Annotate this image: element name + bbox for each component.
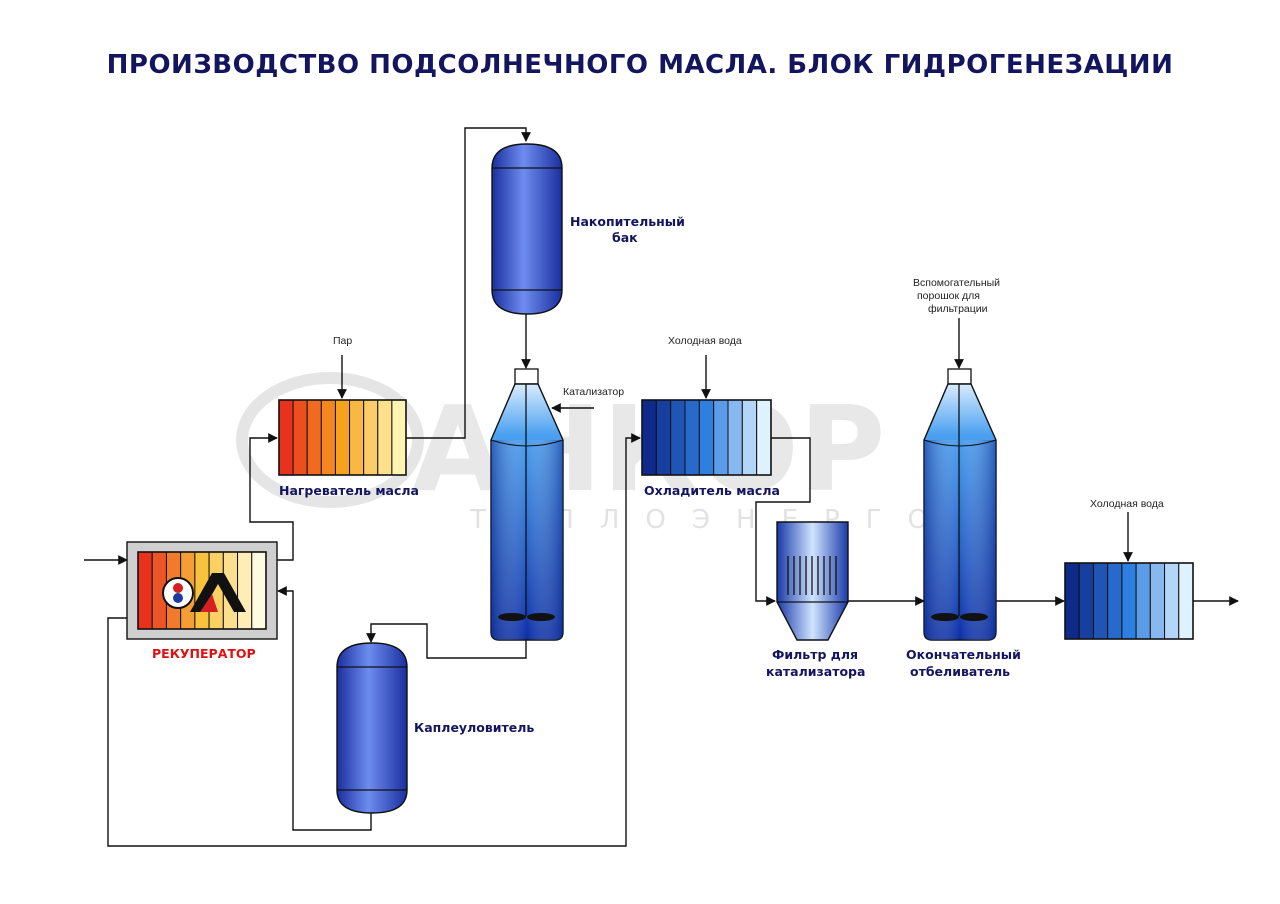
- filter-aid-label-1: Вспомогательный: [913, 277, 1000, 289]
- exchanger-plate: [391, 399, 407, 476]
- exchanger-plate: [363, 399, 379, 476]
- exchanger-plate: [278, 399, 294, 476]
- catalyst-label: Катализатор: [563, 386, 624, 398]
- exchanger-plate: [713, 399, 729, 476]
- exchanger-plate: [377, 399, 393, 476]
- exchanger-plate: [727, 399, 743, 476]
- recuperator-logo-icon: [162, 573, 246, 612]
- heater-label: Нагреватель масла: [279, 483, 419, 498]
- exchanger-plate: [684, 399, 700, 476]
- exchanger-plate: [237, 551, 253, 630]
- exchanger-plate: [1135, 562, 1151, 640]
- exchanger-plate: [251, 551, 267, 630]
- catalyst-filter[interactable]: [776, 521, 849, 641]
- exchanger-plate: [655, 399, 672, 476]
- exchanger-plate: [1064, 562, 1080, 640]
- recuperator-label: РЕКУПЕРАТОР: [152, 646, 256, 661]
- droplet-catcher[interactable]: [336, 642, 408, 814]
- steam-label: Пар: [333, 335, 352, 347]
- storage-tank-label-2: бак: [612, 230, 638, 245]
- filter-aid-label-2: порошок для: [917, 290, 980, 302]
- exchanger-plate: [1178, 562, 1194, 640]
- exchanger-plate: [756, 399, 772, 476]
- cold-water-label-2: Холодная вода: [1090, 498, 1164, 510]
- exchanger-plate: [741, 399, 758, 476]
- cold-water-label-1: Холодная вода: [668, 335, 742, 347]
- exchanger-plate: [1164, 562, 1180, 640]
- exchanger-plate: [320, 399, 336, 476]
- cooler-label: Охладитель масла: [644, 483, 780, 498]
- catalyst-filter-label-2: катализатора: [766, 664, 865, 679]
- exchanger-plate: [1092, 562, 1109, 640]
- exchanger-plate: [334, 399, 351, 476]
- final-bleacher[interactable]: [923, 368, 997, 641]
- exchanger-plate: [1107, 562, 1123, 640]
- exchanger-plate: [698, 399, 715, 476]
- storage-tank-label-1: Накопительный: [570, 214, 685, 229]
- oil-cooler[interactable]: [641, 399, 772, 476]
- storage-tank[interactable]: [491, 143, 563, 315]
- page-title: ПРОИЗВОДСТВО ПОДСОЛНЕЧНОГО МАСЛА. БЛОК Г…: [106, 50, 1174, 80]
- exchanger-plate: [641, 399, 657, 476]
- exchanger-plate: [670, 399, 686, 476]
- recuperator[interactable]: [126, 541, 278, 640]
- exchanger-plate: [1078, 562, 1094, 640]
- final-cooler[interactable]: [1064, 562, 1194, 640]
- oil-heater[interactable]: [278, 399, 407, 476]
- catalyst-filter-label-1: Фильтр для: [772, 647, 858, 662]
- exchanger-plate: [349, 399, 365, 476]
- droplet-catcher-label: Каплеуловитель: [414, 720, 534, 735]
- final-bleacher-label-2: отбеливатель: [910, 664, 1010, 679]
- filter-aid-label-3: фильтрации: [928, 303, 988, 315]
- exchanger-plate: [1121, 562, 1137, 640]
- pipelines: [84, 127, 1239, 847]
- exchanger-plate: [137, 551, 153, 630]
- final-bleacher-label-1: Окончательный: [906, 647, 1021, 662]
- exchanger-plate: [1149, 562, 1166, 640]
- hydrogenation-reactor[interactable]: [490, 368, 564, 641]
- exchanger-plate: [306, 399, 322, 476]
- exchanger-plate: [292, 399, 308, 476]
